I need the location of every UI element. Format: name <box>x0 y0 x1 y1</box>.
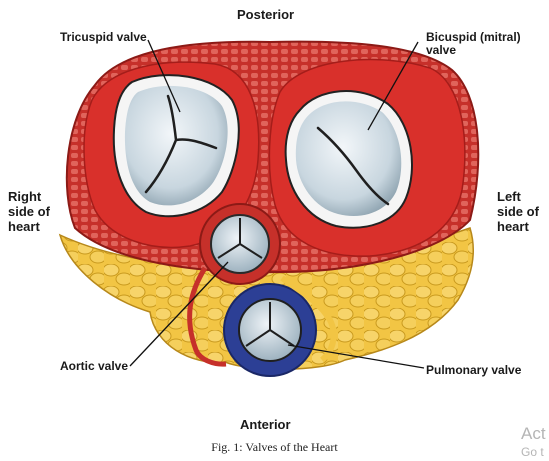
aortic-leader-line <box>129 261 229 367</box>
label-bicuspid-valve-line1: Bicuspid (mitral) <box>426 30 521 44</box>
aortic-valve-lines <box>217 218 263 259</box>
label-pulmonary-valve: Pulmonary valve <box>426 363 522 377</box>
label-posterior: Posterior <box>237 7 295 22</box>
figure-caption: Fig. 1: Valves of the Heart <box>211 440 338 454</box>
tricuspid-leader-line <box>147 39 181 113</box>
label-right-side-line2: side of <box>8 204 50 219</box>
pulmonary-leader-line <box>287 344 425 369</box>
label-right-side-line3: heart <box>8 219 40 234</box>
tricuspid-commissure-lines <box>144 94 218 194</box>
label-bicuspid-valve-line2: valve <box>426 43 457 57</box>
coronary-vessel-right <box>187 266 227 367</box>
tricuspid-valve-leaflets <box>124 85 228 206</box>
label-anterior: Anterior <box>240 417 291 432</box>
label-tricuspid-valve: Tricuspid valve <box>60 30 147 44</box>
bicuspid-leader-line <box>367 41 419 131</box>
watermark-line1: Act <box>521 424 546 443</box>
watermark-line2: Go t <box>521 445 544 459</box>
label-right-side-line1: Right <box>8 189 42 204</box>
pulmonary-valve-lines <box>245 302 295 347</box>
coronary-vessel-left <box>280 275 337 363</box>
label-left-side-line2: side of <box>497 204 539 219</box>
label-left-side-line1: Left <box>497 189 521 204</box>
label-aortic-valve: Aortic valve <box>60 359 129 373</box>
label-left-side-line3: heart <box>497 219 529 234</box>
bicuspid-commissure-line <box>316 126 390 206</box>
